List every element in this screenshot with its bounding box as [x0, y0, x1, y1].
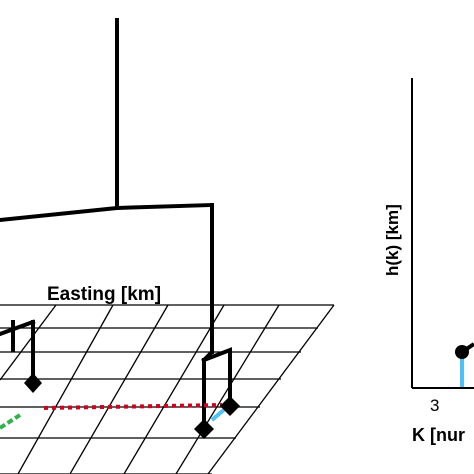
- red-dotted-link: [43, 403, 223, 410]
- cyan-link: [210, 406, 228, 422]
- k-axis-label: K [nur: [412, 425, 465, 445]
- hk-point-marker: [455, 345, 469, 359]
- diamond-marker: [220, 396, 240, 416]
- hk-axes: [411, 78, 474, 389]
- k-tick-label: 3: [430, 396, 439, 415]
- point-markers: [24, 373, 240, 439]
- easting-axis-label: Easting [km]: [47, 284, 161, 305]
- diamond-marker: [194, 419, 214, 439]
- diamond-marker: [24, 373, 42, 393]
- ground-grid: [0, 304, 335, 474]
- dendrogram: [0, 18, 232, 431]
- dendrogram-crossbar: [0, 202, 215, 223]
- hk-axis-label: h(k) [km]: [383, 204, 402, 276]
- green-dashed-link: [0, 413, 22, 430]
